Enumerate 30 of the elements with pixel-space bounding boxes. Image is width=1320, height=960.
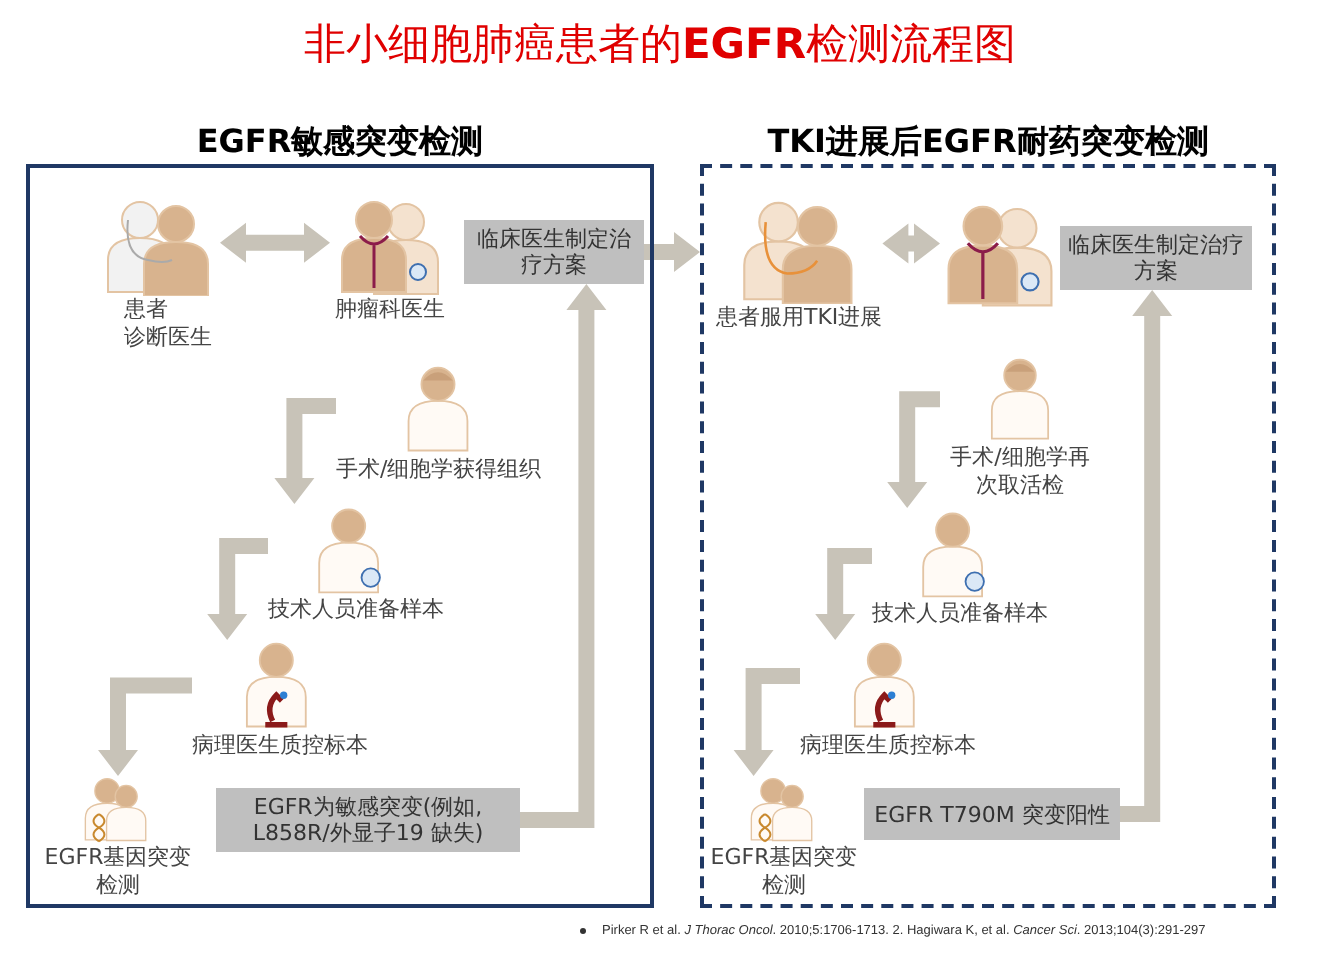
role-label: 技术人员准备样本: [268, 596, 444, 624]
block-arrow: [815, 548, 872, 640]
role-label: 患者服用TKI进展: [716, 304, 883, 332]
role-label: 手术/细胞学获得组织: [336, 456, 542, 484]
diagram-title: 非小细胞肺癌患者的EGFR检测流程图: [301, 18, 1019, 72]
block-arrow: [220, 222, 330, 263]
role-label: EGFR基因突变检测: [708, 844, 860, 900]
block-arrow: [520, 284, 607, 828]
role-label: 病理医生质控标本: [800, 732, 976, 760]
panel-heading: TKI进展后EGFR耐药突变检测: [765, 120, 1211, 164]
role-label: 技术人员准备样本: [872, 600, 1048, 628]
block-arrow: [98, 677, 192, 776]
role-label: 患者: [122, 296, 168, 324]
block-arrow: [733, 668, 800, 776]
role-label: EGFR基因突变检测: [42, 844, 194, 900]
block-arrow: [882, 223, 940, 264]
block-arrow: [1120, 290, 1173, 822]
role-label: 病理医生质控标本: [192, 732, 368, 760]
block-arrow: [887, 391, 940, 508]
result-box: 临床医生制定治疗方案: [464, 220, 644, 284]
role-label: 手术/细胞学再次取活检: [948, 444, 1092, 500]
result-box: 临床医生制定治疗方案: [1060, 226, 1252, 290]
result-box: EGFR T790M 突变阳性: [864, 788, 1120, 840]
block-arrow: [274, 398, 336, 504]
block-arrow: [644, 232, 700, 272]
block-arrow: [207, 538, 268, 640]
panel-heading: EGFR敏感突变检测: [194, 120, 486, 164]
result-box: EGFR为敏感突变(例如, L858R/外显子19 缺失): [216, 788, 520, 852]
role-label: 肿瘤科医生: [335, 296, 445, 324]
role-label: 诊断医生: [122, 324, 212, 352]
